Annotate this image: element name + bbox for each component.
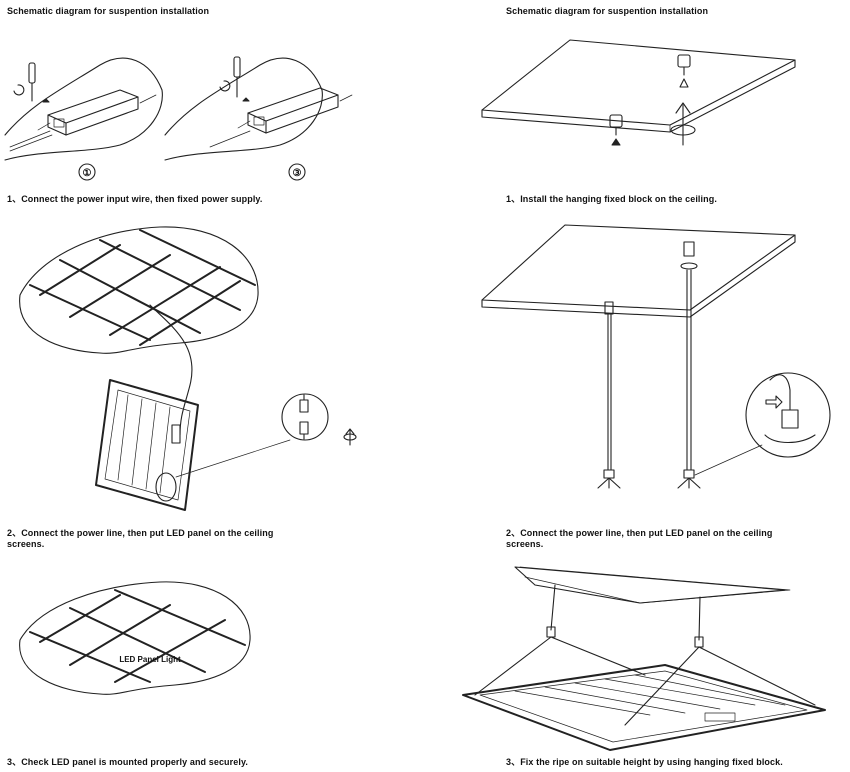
screwdriver-icon xyxy=(28,62,36,102)
hung-panel-figure xyxy=(462,566,826,751)
hanging-detail-icon xyxy=(745,372,831,458)
led-panel-icon xyxy=(95,379,199,511)
driver-box-icon xyxy=(37,89,157,136)
hanging-wire-icon xyxy=(597,301,621,489)
step-label-1: ① xyxy=(83,168,92,179)
rotate-arrow-icon xyxy=(219,80,231,92)
led-panel-label: LED Panel Light xyxy=(119,655,181,664)
rotate-arrow-icon xyxy=(343,428,357,446)
right-step1-caption: 1、Install the hanging fixed block on the… xyxy=(506,194,717,204)
hanging-block-icon xyxy=(609,114,623,146)
hanging-block-icon xyxy=(677,54,691,88)
left-step1-caption: 1、Connect the power input wire, then fix… xyxy=(7,194,263,204)
led-panel-icon xyxy=(462,664,826,751)
ceiling-block-install-figure xyxy=(481,39,796,146)
right-step3-caption: 3、Fix the ripe on suitable height by usi… xyxy=(506,757,783,767)
power-supply-mounting-figure: ① ③ xyxy=(4,56,353,181)
left-heading: Schematic diagram for suspention install… xyxy=(7,6,210,16)
right-step2-caption: 2、Connect the power line, then put LED p… xyxy=(506,528,773,549)
mounted-panel-figure: LED Panel Light xyxy=(19,581,251,695)
rotate-up-arrow-icon xyxy=(670,102,696,146)
step-label-3: ③ xyxy=(293,168,302,179)
driver-box-icon xyxy=(237,87,353,134)
right-heading: Schematic diagram for suspention install… xyxy=(506,6,709,16)
connector-detail-icon xyxy=(281,393,329,441)
suspension-wires-figure xyxy=(481,224,831,489)
hanging-wire-icon xyxy=(677,241,701,489)
rotate-arrow-icon xyxy=(13,84,25,96)
screwdriver-icon xyxy=(233,56,241,98)
panel-into-grid-figure xyxy=(19,226,357,511)
left-step3-caption: 3、Check LED panel is mounted properly an… xyxy=(7,757,248,767)
left-step2-caption: 2、Connect the power line, then put LED p… xyxy=(7,528,274,549)
